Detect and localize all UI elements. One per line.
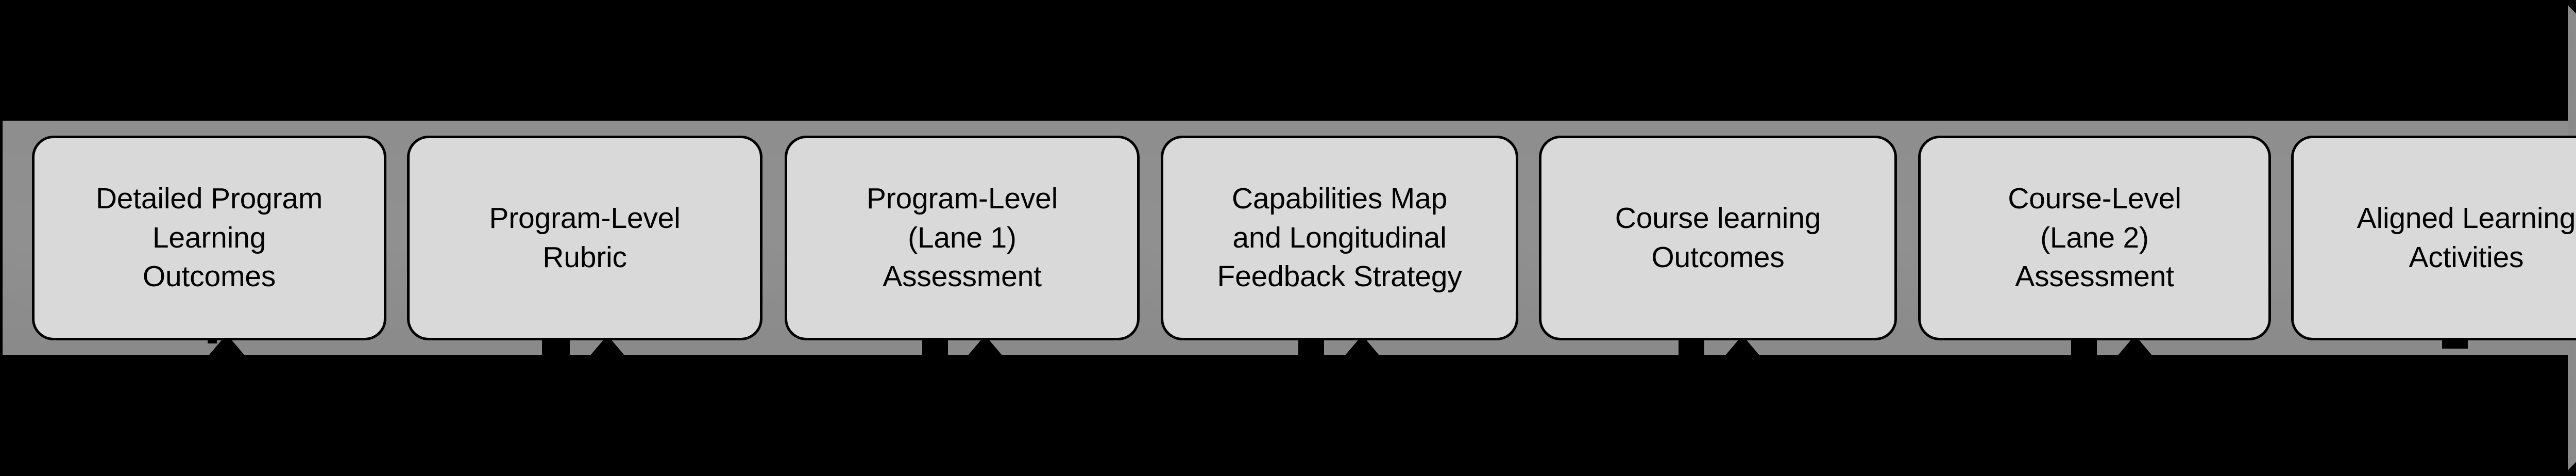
connector-nub-5a [1679, 336, 1704, 361]
stage-label-2: Program-Level Rubric [489, 201, 681, 274]
stage-box-5[interactable]: Course learning Outcomes [1539, 136, 1897, 340]
stage-label-7: Aligned Learning Activities [2357, 201, 2576, 274]
stage-label-3: Program-Level (Lane 1) Assessment [866, 182, 1058, 293]
stage-label-1: Detailed Program Learning Outcomes [95, 182, 323, 293]
stage-row: Detailed Program Learning Outcomes Progr… [0, 136, 2576, 340]
connector-nub-6a [2071, 336, 2097, 361]
stage-label-5: Course learning Outcomes [1615, 201, 1821, 274]
stage-label-4: Capabilities Map and Longitudinal Feedba… [1217, 182, 1462, 293]
connector-nub-4a [1298, 336, 1324, 361]
stage-box-1[interactable]: Detailed Program Learning Outcomes [32, 136, 386, 340]
stage-label-6: Course-Level (Lane 2) Assessment [2008, 182, 2181, 293]
stage-box-2[interactable]: Program-Level Rubric [407, 136, 762, 340]
stage-box-3[interactable]: Program-Level (Lane 1) Assessment [785, 136, 1140, 340]
stage-box-7[interactable]: Aligned Learning Activities [2291, 136, 2576, 340]
stage-box-6[interactable]: Course-Level (Lane 2) Assessment [1918, 136, 2271, 340]
stage-box-4[interactable]: Capabilities Map and Longitudinal Feedba… [1161, 136, 1518, 340]
connector-nub-3a [922, 336, 948, 361]
connector-nub-2a [542, 336, 570, 361]
